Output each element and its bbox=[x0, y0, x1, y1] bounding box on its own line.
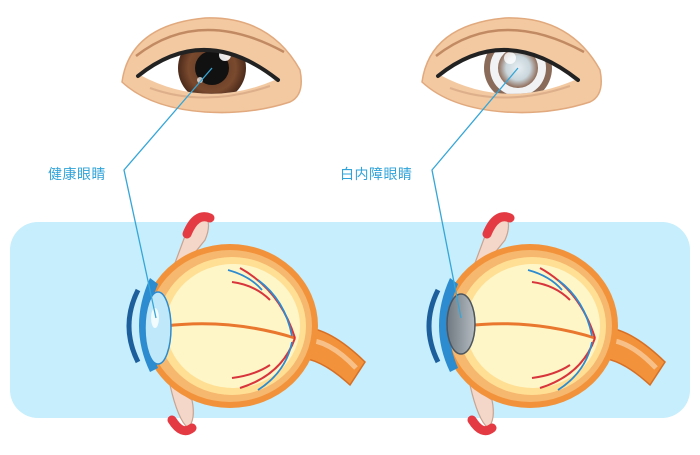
cataract-leader-line bbox=[431, 67, 519, 319]
cataract-eye-cross-section bbox=[426, 212, 666, 436]
cataract-eye-label: 白内障眼睛 bbox=[340, 167, 413, 183]
healthy-eye-front bbox=[121, 17, 302, 114]
healthy-leader-line bbox=[123, 67, 213, 319]
cataract-eye-front bbox=[421, 17, 602, 114]
healthy-eye-cross-section bbox=[126, 212, 366, 436]
healthy-eye-label: 健康眼睛 bbox=[48, 167, 106, 183]
